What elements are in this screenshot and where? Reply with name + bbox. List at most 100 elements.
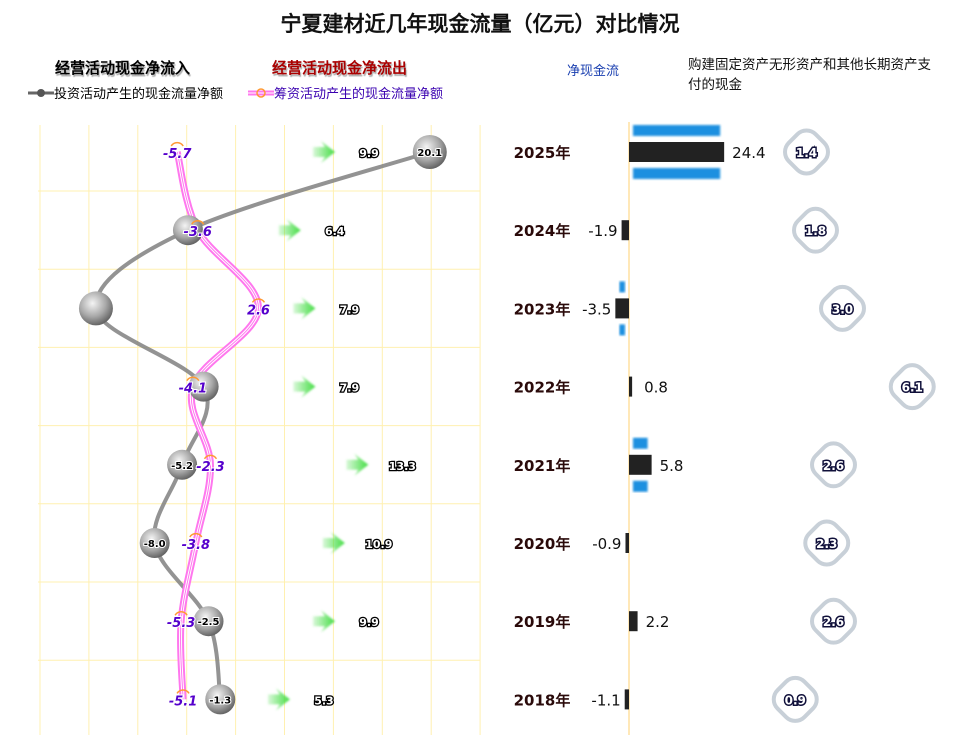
capex-value-label: 0.9 [785, 693, 806, 707]
operating-arrow-icon [267, 688, 290, 711]
year-label: 2025年 [514, 144, 571, 162]
net-value-label: -1.1 [591, 691, 620, 709]
operating-value-label: 10.9 [365, 538, 392, 551]
financing-value-label: -5.1 [169, 694, 197, 709]
operating-value-label: 13.3 [389, 460, 416, 473]
capex-value-label: 2.6 [823, 615, 844, 629]
legend-investing: 投资活动产生的现金流量净额 [28, 83, 223, 102]
financing-point [186, 376, 200, 382]
net-cashflow-bar [629, 142, 725, 162]
financing-value-label: -3.6 [184, 225, 212, 240]
net-bar-accent [633, 168, 721, 179]
net-value-label: 5.8 [660, 457, 684, 475]
year-label: 2021年 [514, 457, 571, 475]
investing-value-label: 20.1 [417, 148, 442, 159]
financing-value-label: -5.7 [163, 147, 192, 162]
net-cashflow-bar [624, 689, 629, 710]
net-cashflow-bar [629, 376, 633, 397]
financing-point [251, 298, 266, 303]
operating-arrow-icon [313, 610, 336, 633]
net-value-label: -3.5 [582, 300, 611, 318]
capex-value-label: 1.4 [796, 146, 817, 160]
investing-value-label: -1.3 [209, 695, 231, 706]
chart-title: 宁夏建材近几年现金流量（亿元）对比情况 [280, 12, 680, 36]
capex-badge [792, 206, 839, 254]
net-cashflow-bar [615, 298, 629, 319]
net-value-label: 0.8 [644, 379, 668, 397]
operating-arrow-icon [278, 219, 301, 242]
financing-point [176, 689, 190, 694]
net-cashflow-header: 净现金流 [567, 64, 620, 79]
financing-value-label: -2.3 [196, 460, 224, 475]
financing-point [203, 454, 218, 460]
operating-arrow-icon [322, 532, 345, 554]
net-value-label: 2.2 [646, 613, 670, 631]
net-bar-accent [633, 437, 648, 449]
net-bar-accent [619, 281, 625, 293]
financing-point [191, 220, 205, 225]
capex-badge [888, 363, 936, 411]
legend-financing: 筹资活动产生的现金流量净额 [248, 83, 443, 102]
net-cashflow-bar [629, 454, 652, 475]
investing-line-icon [28, 88, 54, 97]
legend-operating-out: 经营活动现金净流出 [272, 59, 408, 77]
capex-badge [819, 284, 866, 332]
capex-badge [810, 597, 857, 645]
capex-badge [783, 128, 830, 176]
net-cashflow-bar [625, 533, 629, 553]
capex-header: 购建固定资产无形资产和其他长期资产支付的现金 [688, 57, 931, 93]
financing-value-label: -3.8 [182, 538, 210, 553]
net-bar-accent [619, 324, 625, 336]
net-bar-accent [633, 125, 721, 136]
investing-point [193, 606, 224, 637]
financing-value-label: -5.3 [167, 616, 195, 631]
capex-badge [771, 675, 819, 723]
operating-value-label: 7.9 [340, 382, 360, 395]
capex-value-label: 6.1 [902, 381, 923, 395]
operating-value-label: 9.9 [359, 616, 379, 629]
capex-value-label: 3.0 [832, 302, 853, 316]
financing-value-label: -4.1 [179, 382, 207, 397]
net-bar-accent [633, 480, 648, 492]
operating-arrow-icon [293, 297, 316, 320]
year-label: 2023年 [514, 300, 571, 318]
investing-value-label: -5.2 [171, 461, 193, 472]
capex-value-label: 1.8 [805, 224, 826, 238]
financing-value-label: 2.6 [247, 303, 270, 318]
capex-value-label: 2.6 [823, 459, 844, 473]
net-value-label: -1.9 [588, 222, 617, 240]
legend-investing-label: 投资活动产生的现金流量净额 [54, 87, 224, 102]
operating-value-label: 6.4 [325, 225, 345, 238]
capex-badge [803, 519, 851, 567]
investing-point [139, 528, 170, 558]
year-label: 2018年 [514, 691, 571, 709]
net-value-label: -0.9 [592, 535, 621, 553]
investing-point [78, 291, 113, 326]
financing-point [174, 611, 188, 616]
legend-financing-label: 筹资活动产生的现金流量净额 [274, 87, 444, 102]
year-label: 2019年 [514, 613, 571, 631]
operating-value-label: 5.3 [314, 694, 334, 707]
legend-operating-in: 经营活动现金净流入 [55, 59, 191, 77]
financing-line-icon [248, 87, 274, 98]
investing-point [205, 684, 236, 715]
operating-value-label: 9.9 [359, 147, 379, 160]
investing-point [167, 449, 198, 480]
net-cashflow-bar [629, 611, 638, 632]
operating-arrow-icon [346, 453, 369, 476]
investing-value-label: -8.0 [144, 539, 166, 550]
investing-value-label: -2.5 [198, 617, 220, 628]
capex-value-label: 2.3 [816, 537, 837, 551]
operating-value-label: 7.9 [340, 303, 360, 316]
year-label: 2022年 [514, 379, 571, 397]
investing-point [172, 215, 203, 246]
operating-arrow-icon [293, 375, 316, 398]
financing-point [170, 141, 184, 147]
year-label: 2024年 [514, 222, 571, 240]
investing-point [188, 371, 219, 402]
financing-point [189, 532, 203, 538]
net-cashflow-bar [621, 220, 629, 241]
capex-badge [810, 441, 857, 489]
net-value-label: 24.4 [732, 144, 765, 162]
